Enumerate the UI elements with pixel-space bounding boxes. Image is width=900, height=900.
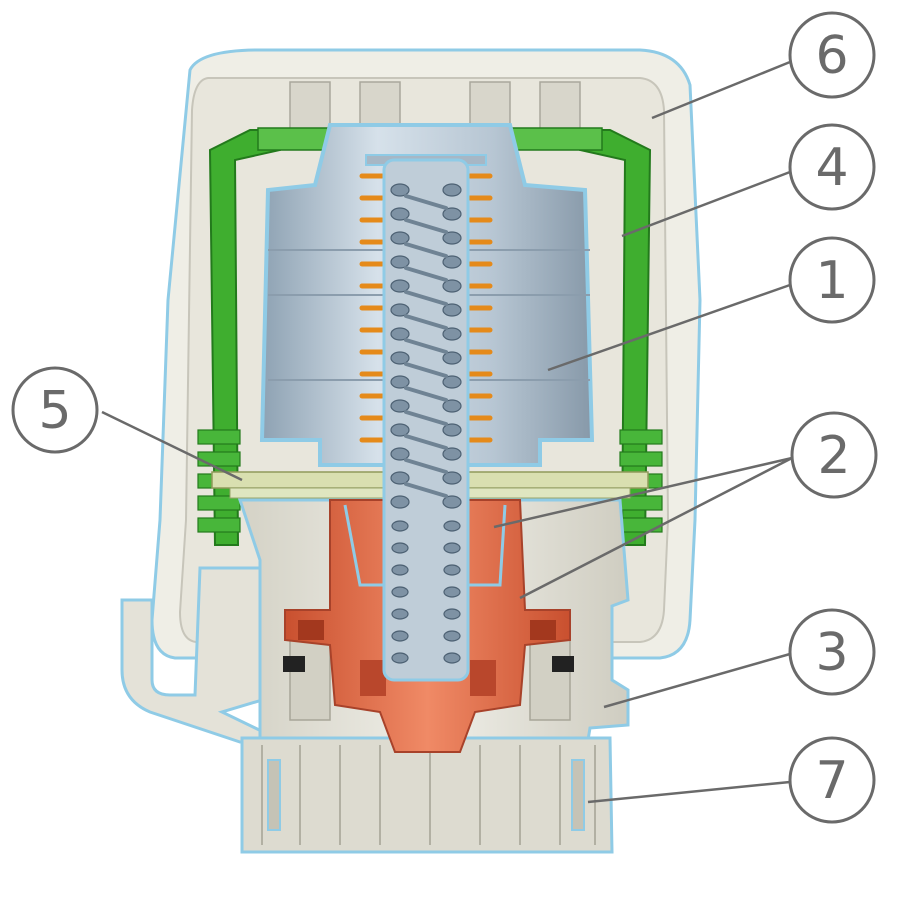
- nut-ribs: [261, 745, 596, 845]
- leader-5: [101, 410, 243, 482]
- callout-3-label: 3: [815, 623, 848, 683]
- leader-4: [621, 170, 791, 238]
- callout-3: 3: [788, 608, 876, 696]
- callout-7: 7: [788, 736, 876, 824]
- leader-7: [587, 780, 791, 804]
- callout-4-label: 4: [815, 138, 848, 198]
- leader-2b: [519, 456, 793, 600]
- callout-2: 2: [790, 411, 878, 499]
- callout-5: 5: [11, 366, 99, 454]
- leader-3: [603, 652, 791, 709]
- bellows-fins: [359, 173, 493, 443]
- callout-6-label: 6: [815, 26, 848, 86]
- callout-1: 1: [788, 236, 876, 324]
- connection-nut: [240, 736, 614, 854]
- leader-1: [547, 283, 791, 372]
- callout-7-label: 7: [815, 751, 848, 811]
- callout-6: 6: [788, 11, 876, 99]
- leader-2a: [493, 456, 793, 529]
- leader-lines: [101, 60, 793, 804]
- callout-4: 4: [788, 123, 876, 211]
- spring-coils: [390, 183, 462, 664]
- callout-5-label: 5: [38, 381, 71, 441]
- callout-1-label: 1: [815, 251, 848, 311]
- callout-2-label: 2: [817, 426, 850, 486]
- spring-diagonals: [404, 194, 448, 498]
- leader-6: [651, 60, 791, 120]
